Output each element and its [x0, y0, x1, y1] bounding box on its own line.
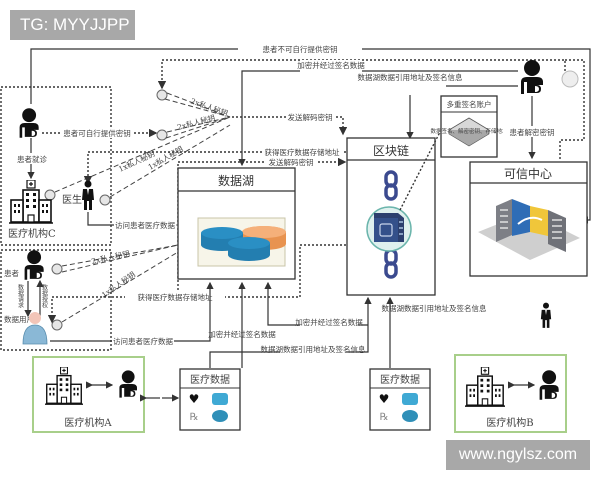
svg-text:加密并经过签名数据: 加密并经过签名数据 [295, 317, 363, 327]
label-encrypted-data-top: 加密并经过签名数据 [297, 60, 365, 70]
multisig-account-node[interactable]: 多重签名账户 数据签名、解密密钥、存储地址 [430, 95, 508, 158]
data-lake-title: 数据湖 [218, 173, 254, 188]
watermark-bottom-right: www.ngylsz.com [446, 440, 590, 470]
database-disks-icon [201, 226, 286, 261]
edge-get-addr-1 [83, 151, 346, 185]
svg-text:医疗机构A: 医疗机构A [64, 416, 112, 429]
svg-text:获得医疗数据存储地址: 获得医疗数据存储地址 [138, 292, 213, 302]
trusted-center-title: 可信中心 [504, 166, 552, 181]
svg-text:获得医疗数据存储地址: 获得医疗数据存储地址 [265, 147, 340, 157]
svg-text:访问患者医疗数据: 访问患者医疗数据 [113, 336, 173, 346]
data-user-label: 数据用户 [4, 314, 34, 324]
watermark-top-left: TG: MYYJJPP [10, 10, 135, 40]
edge-send-key-1 [232, 116, 348, 136]
hospital-c-icon [9, 180, 53, 224]
key-node-1 [156, 89, 168, 101]
key-node-2 [156, 129, 168, 141]
label-ref-addr-top: 数据湖数据引用地址及签名信息 [358, 72, 463, 82]
svg-text:患者就诊: 患者就诊 [17, 154, 47, 164]
medical-data-a-node[interactable]: 医疗数据 ♥ ℞ [179, 368, 241, 431]
svg-text:医疗数据: 医疗数据 [380, 373, 420, 386]
patient-icon [24, 250, 44, 280]
svg-text:数据湖数据引用地址及签名信息: 数据湖数据引用地址及签名信息 [382, 303, 487, 313]
patient-user-frame [0, 249, 112, 351]
patient-c-icon [19, 108, 39, 138]
svg-text:数据湖数据引用地址及签名信息: 数据湖数据引用地址及签名信息 [261, 344, 366, 354]
svg-text:2x私人秘钥: 2x私人秘钥 [176, 112, 216, 132]
cloud-icon [402, 393, 418, 405]
key-node-6 [51, 319, 63, 331]
doctor-b-icon [540, 302, 552, 328]
rx-icon: ℞ [190, 412, 199, 423]
edge-right-dashed [559, 59, 585, 160]
data-lake-node[interactable]: 数据湖 [177, 167, 296, 280]
edge-top-dashed-loop [157, 59, 566, 90]
doctor-label: 医生 [62, 193, 82, 206]
institution-b-node[interactable]: 医疗机构B [454, 354, 567, 433]
key-node-5 [51, 263, 63, 275]
svg-text:患者解密密钥: 患者解密密钥 [510, 127, 555, 137]
block-cube-icon [374, 213, 404, 242]
label-data-grant: 数据授权 [41, 283, 48, 309]
label-data-request: 数据请求 [17, 283, 24, 308]
label-patient-no-key: 患者不可自行提供密钥 [263, 44, 338, 54]
edge-get-addr-2 [47, 244, 346, 324]
medical-data-b-node[interactable]: 医疗数据 ♥ ℞ [369, 368, 431, 431]
svg-text:访问患者医疗数据: 访问患者医疗数据 [115, 220, 175, 230]
lungs-icon [212, 410, 228, 422]
data-user-avatar [22, 312, 48, 345]
heart-icon: ♥ [379, 392, 390, 406]
svg-text:加密并经过签名数据: 加密并经过签名数据 [208, 329, 276, 339]
lungs-icon [402, 410, 418, 422]
private-key-rays [54, 92, 231, 323]
svg-text:患者可自行提供密钥: 患者可自行提供密钥 [63, 128, 131, 138]
svg-text:发送解码密钥: 发送解码密钥 [269, 157, 314, 167]
multisig-content: 数据签名、解密密钥、存储地址 [430, 127, 508, 135]
blockchain-node[interactable]: 区块链 [346, 137, 436, 296]
institution-a-node[interactable]: 医疗机构A [32, 356, 145, 433]
cloud-icon [212, 393, 228, 405]
key-node-3 [44, 189, 56, 201]
doctor-icon [82, 180, 94, 210]
svg-text:2x私人秘钥: 2x私人秘钥 [90, 248, 130, 266]
edge-encrypted-data-top [238, 70, 518, 167]
svg-text:发送解码密钥: 发送解码密钥 [288, 112, 333, 122]
institution-c-frame [0, 86, 112, 246]
edge-access-data-2 [50, 281, 214, 342]
multisig-title: 多重签名账户 [447, 99, 492, 109]
svg-text:医疗数据: 医疗数据 [190, 373, 230, 386]
svg-text:医疗机构B: 医疗机构B [486, 416, 533, 429]
blockchain-title: 区块链 [373, 143, 409, 158]
rx-icon: ℞ [380, 412, 389, 423]
data-center-building-icon [478, 199, 580, 260]
heart-icon: ♥ [189, 392, 200, 406]
trusted-center-node[interactable]: 可信中心 [469, 161, 588, 277]
seal-icon [561, 70, 579, 88]
edge-send-key-2 [177, 157, 347, 290]
patient-top-right-icon [521, 60, 543, 94]
institution-c-label: 医疗机构C [8, 227, 56, 240]
key-node-4 [99, 194, 111, 206]
patient-label: 患者 [4, 268, 19, 278]
